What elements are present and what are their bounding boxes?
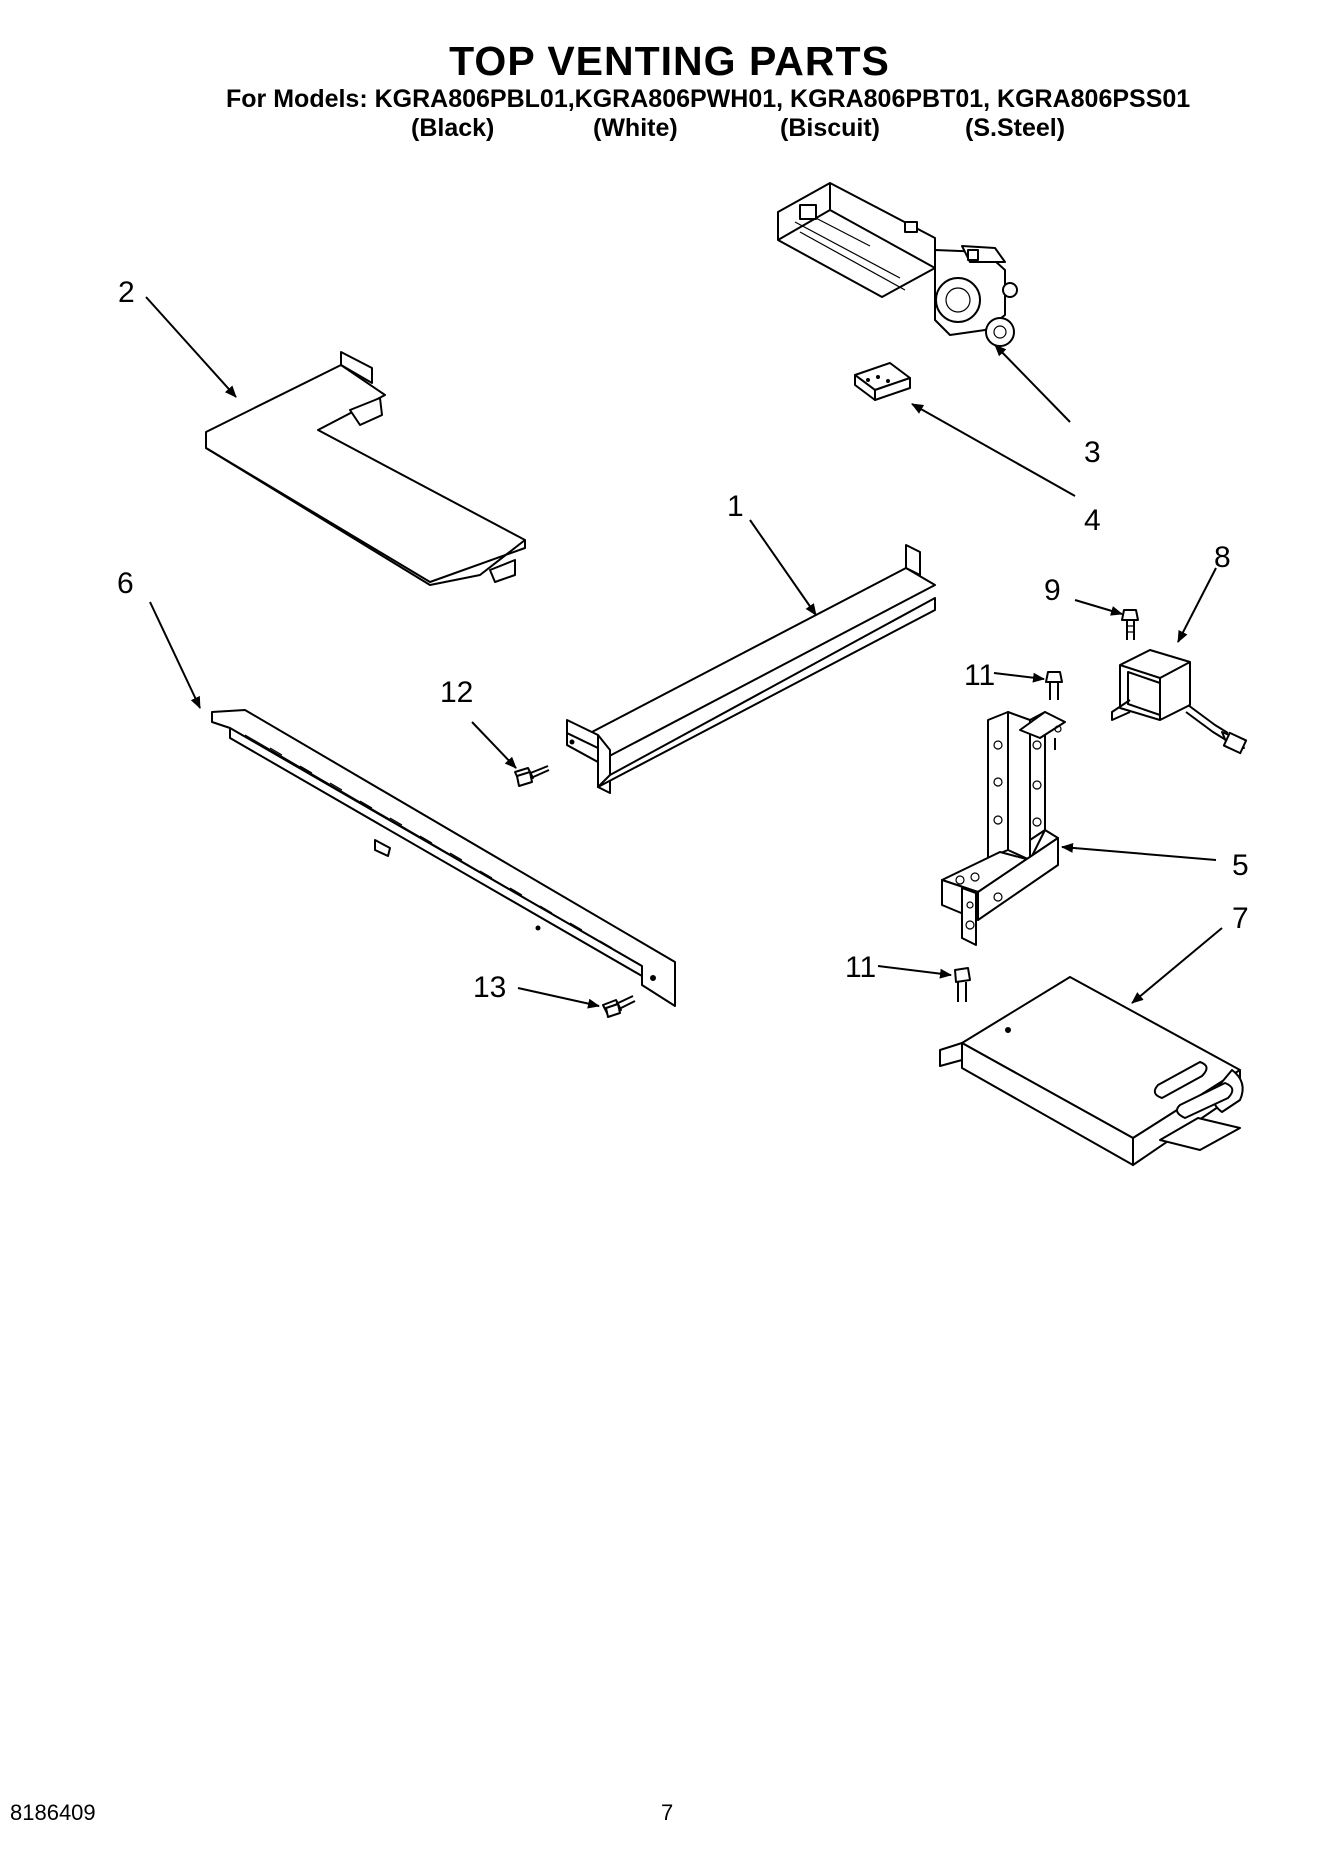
color-biscuit: (Biscuit) — [780, 114, 880, 142]
page-title: TOP VENTING PARTS — [449, 38, 890, 84]
models-line: For Models: KGRA806PBL01,KGRA806PWH01, K… — [226, 85, 1191, 113]
callout-11-lower: 11 — [845, 951, 876, 984]
callout-9: 9 — [1044, 574, 1061, 607]
callout-13: 13 — [473, 971, 506, 1004]
callout-11-upper: 11 — [964, 659, 995, 692]
part-12-screw — [514, 765, 550, 787]
part-8-transformer — [1111, 649, 1248, 755]
callout-6: 6 — [117, 567, 134, 600]
part-4-block — [854, 362, 911, 401]
part-13-screw — [602, 995, 636, 1018]
callout-8: 8 — [1214, 541, 1231, 574]
part-7-base-plate — [939, 976, 1244, 1166]
part-9-screw — [1121, 609, 1139, 640]
callout-labels: 2 3 4 1 8 9 11 6 12 5 7 11 13 — [117, 276, 1249, 1004]
callout-arrows — [145, 296, 1223, 1009]
part-3-vent-motor — [777, 182, 1018, 347]
color-steel: (S.Steel) — [965, 114, 1066, 142]
callout-3: 3 — [1084, 436, 1101, 469]
callout-1: 1 — [727, 490, 744, 523]
page-number: 7 — [661, 1800, 674, 1825]
callout-2: 2 — [118, 276, 135, 309]
document-number: 8186409 — [10, 1800, 96, 1825]
part-6-rail — [211, 709, 676, 1007]
callout-5: 5 — [1232, 849, 1249, 882]
part-1-trim — [566, 544, 936, 794]
rail-slots — [269, 747, 613, 949]
part-5-bracket — [941, 711, 1066, 946]
part-11-upper-screw — [1045, 671, 1063, 700]
color-black: (Black) — [411, 114, 495, 142]
part-11-lower-screw — [954, 967, 971, 1002]
callout-12: 12 — [440, 676, 473, 709]
callout-4: 4 — [1084, 504, 1101, 537]
part-2-plate — [205, 351, 526, 586]
callout-7: 7 — [1232, 902, 1249, 935]
bracket-holes — [955, 725, 1062, 930]
color-white: (White) — [593, 114, 678, 142]
